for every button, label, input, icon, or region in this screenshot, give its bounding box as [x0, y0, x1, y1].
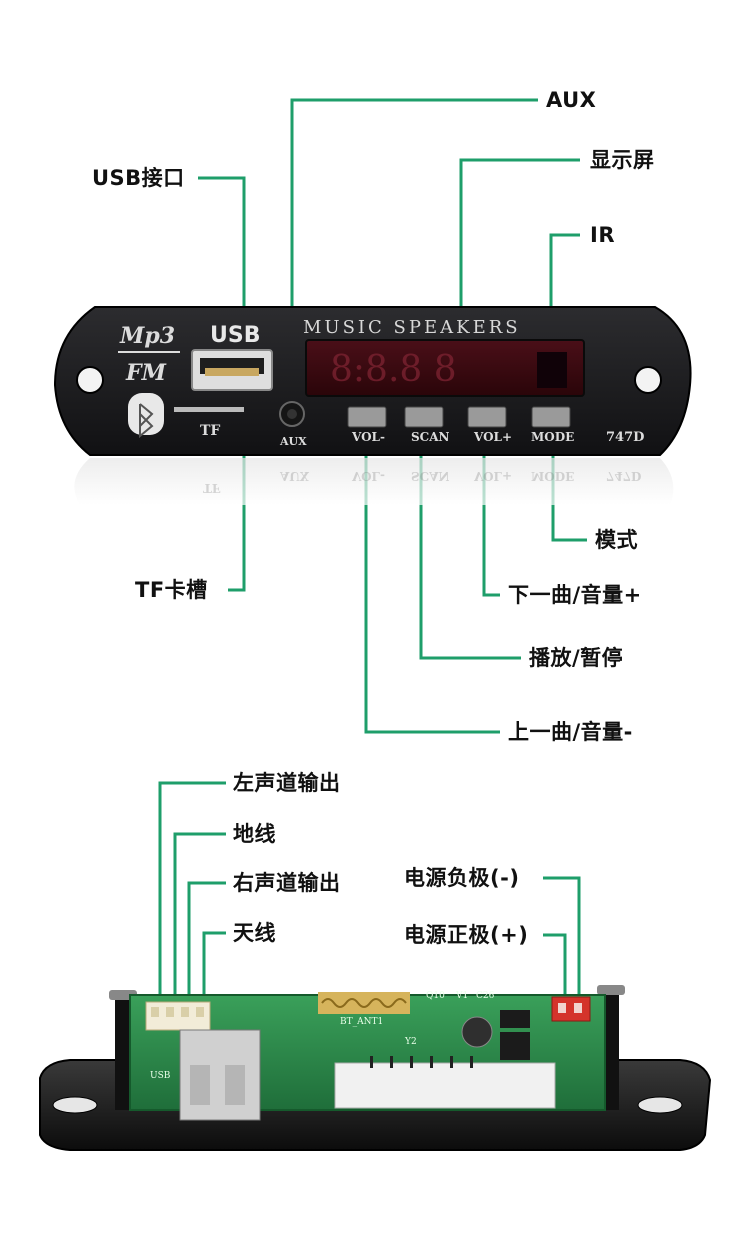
button-vol-down-label: VOL-	[351, 430, 385, 444]
left-channel-leader	[158, 781, 226, 1005]
callout-aux: AUX	[546, 88, 597, 112]
button-scan: SCAN	[404, 406, 450, 444]
svg-text:VOL-: VOL-	[351, 469, 385, 483]
bt-antenna	[318, 992, 410, 1014]
antenna-leader	[202, 931, 226, 1005]
right-mount-hole	[634, 366, 662, 394]
svg-text:MODE: MODE	[531, 469, 574, 483]
logo-fm: FM	[125, 360, 167, 386]
callout-power-neg: 电源负极(-)	[404, 866, 520, 890]
button-mode-label: MODE	[531, 430, 574, 444]
button-mode: MODE	[531, 406, 574, 444]
svg-text:SCAN: SCAN	[411, 469, 450, 483]
callout-display: 显示屏	[590, 148, 655, 172]
callout-right-channel: 右声道输出	[233, 871, 341, 895]
ground-leader	[173, 832, 226, 1005]
front-panel: Mp3 FM USB TF MUSIC SPEAKERS 8:8.8 8 AUX…	[53, 306, 692, 505]
power-pos-leader	[543, 933, 567, 995]
svg-text:USB: USB	[150, 1071, 171, 1081]
callout-ground: 地线	[233, 822, 276, 846]
callout-antenna: 天线	[233, 921, 276, 945]
led-display	[305, 339, 585, 397]
power-connector	[551, 996, 591, 1022]
panel-reflection	[74, 458, 674, 505]
button-vol-down: VOL-	[347, 406, 387, 444]
callout-play-pause: 播放/暂停	[529, 646, 624, 670]
button-vol-up-label: VOL+	[473, 430, 512, 444]
callout-ir: IR	[590, 223, 615, 247]
callout-usb-port: USB接口	[92, 166, 185, 190]
svg-text:747D: 747D	[606, 469, 641, 483]
button-vol-up: VOL+	[467, 406, 512, 444]
brand-text: MUSIC SPEAKERS	[303, 317, 521, 338]
capacitor	[461, 1016, 493, 1048]
right-post	[603, 990, 619, 1110]
ic-chip	[500, 1032, 530, 1060]
left-mount-hole	[76, 366, 104, 394]
power-neg-leader	[543, 876, 581, 995]
callout-left-channel: 左声道输出	[233, 771, 341, 795]
pcb-view: Q10 V1 C26 BT_ANT1 Y2 USB	[39, 985, 712, 1151]
svg-text:Q10: Q10	[426, 991, 445, 1001]
svg-text:V1: V1	[455, 991, 468, 1001]
display-leader	[459, 158, 580, 356]
tf-slot	[174, 407, 244, 412]
callout-tf-slot: TF卡槽	[135, 578, 208, 602]
callout-next-volup: 下一曲/音量+	[508, 583, 642, 607]
logo-mp3: Mp3	[119, 323, 175, 349]
aux-silkscreen: AUX	[279, 435, 307, 448]
display-segments: 8:8.8 8	[330, 349, 457, 390]
usb-leader	[198, 176, 246, 360]
tf-silkscreen: TF	[200, 423, 220, 439]
callout-prev-voldown: 上一曲/音量-	[508, 720, 633, 744]
left-post	[115, 995, 131, 1110]
right-channel-leader	[187, 881, 226, 1005]
svg-text:BT_ANT1: BT_ANT1	[340, 1017, 383, 1027]
button-scan-label: SCAN	[411, 430, 450, 444]
prev-leader	[364, 420, 500, 734]
ribbon-connector	[334, 1062, 556, 1109]
ir-receiver	[537, 352, 567, 388]
reflection-texts: TF AUX VOL- SCAN VOL+ MODE 747D	[203, 469, 641, 495]
model-text: 747D	[606, 430, 644, 445]
svg-text:VOL+: VOL+	[473, 469, 512, 483]
bluetooth-badge	[128, 393, 164, 435]
bluetooth-icon	[139, 403, 154, 439]
svg-text:C26: C26	[476, 991, 495, 1001]
svg-text:Y2: Y2	[404, 1037, 417, 1047]
usb-silkscreen: USB	[210, 323, 260, 348]
svg-text:AUX: AUX	[279, 469, 310, 483]
callout-mode: 模式	[595, 528, 638, 552]
callout-power-pos: 电源正极(+)	[404, 923, 529, 947]
svg-text:TF: TF	[203, 481, 221, 495]
